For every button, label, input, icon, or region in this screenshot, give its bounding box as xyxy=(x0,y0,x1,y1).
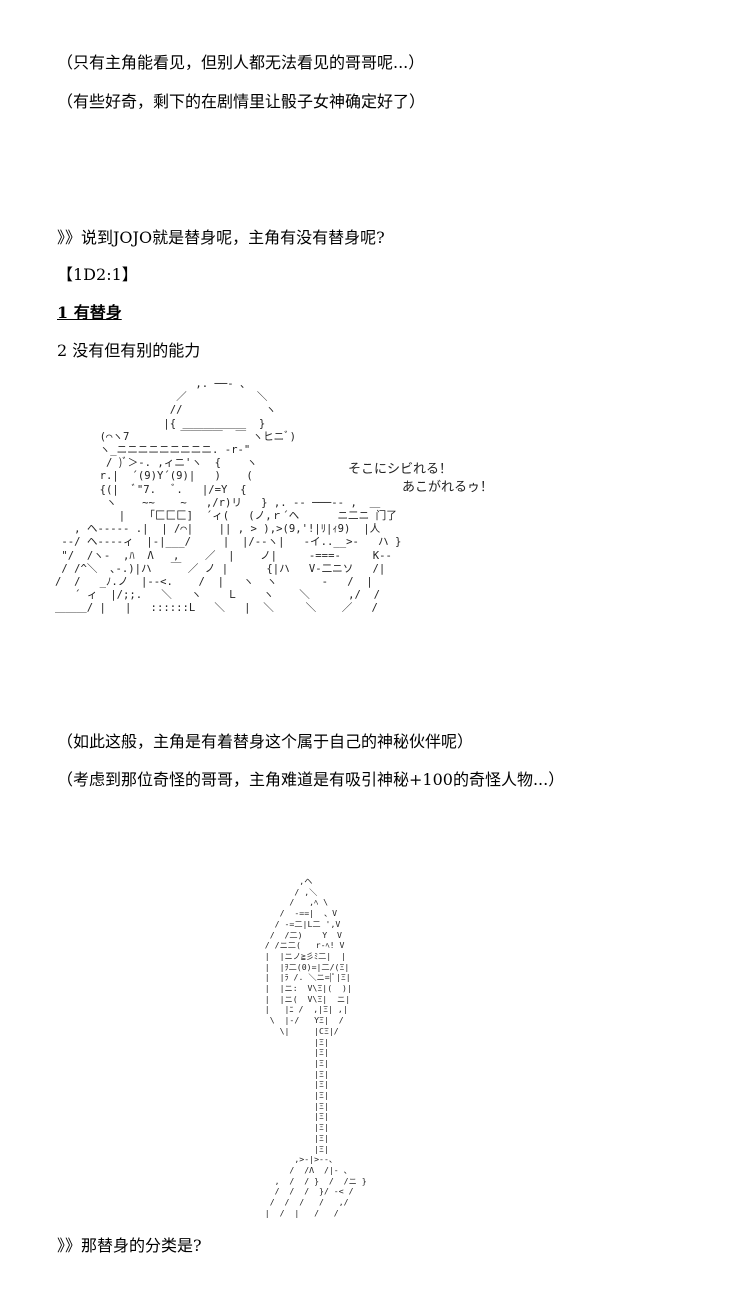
option-1-selected: 1 有替身 xyxy=(57,303,122,322)
text-line-1: （只有主角能看见，但别人都无法看见的哥哥呢...） xyxy=(57,53,425,72)
text-line-8: （考虑到那位奇怪的哥哥，主角难道是有吸引神秘+100的奇怪人物...） xyxy=(57,770,565,789)
ascii-art-caption-1: そこにシビれる！ xyxy=(348,462,453,477)
option-2: 2 没有但有别的能力 xyxy=(57,341,201,360)
text-line-7: （如此这般，主角是有着替身这个属于自己的神秘伙伴呢） xyxy=(57,732,474,751)
dice-result: 【1D2:1】 xyxy=(57,265,138,284)
text-line-3: 》》说到JOJO就是替身呢，主角有没有替身呢? xyxy=(57,228,385,247)
ascii-art-jojo-characters: ,. ──- 、 ／ ＼ // ヽ |{ ＿＿＿＿＿＿ } (⌒ヽ7 ￣￣￣￣ … xyxy=(55,378,402,615)
text-line-2: （有些好奇，剩下的在剧情里让骰子女神确定好了） xyxy=(57,92,426,111)
ascii-art-caption-2: あこがれるゥ！ xyxy=(402,480,494,495)
text-line-9: 》》那替身的分类是? xyxy=(57,1236,202,1255)
ascii-art-stand-arrow: ,ヘ / ,＼ / ,ﾍ \ / -==| 、V / -=二|L二 ',V / … xyxy=(264,876,367,1218)
